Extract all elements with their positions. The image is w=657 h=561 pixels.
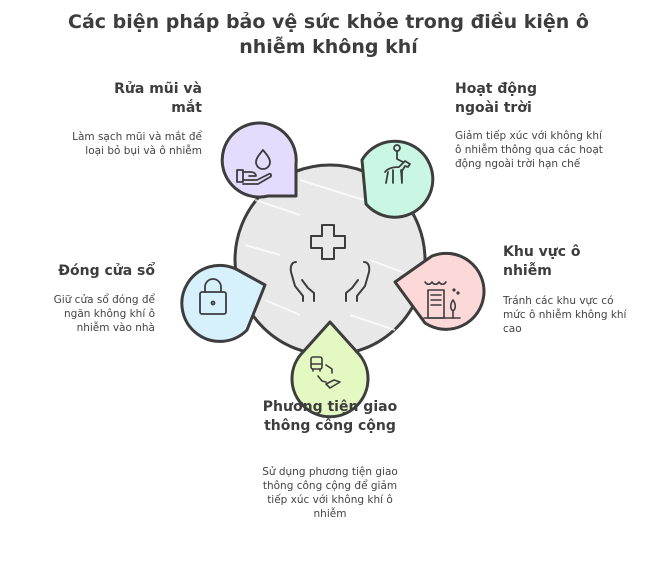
padlock-icon — [199, 278, 227, 315]
medical-cross-hands-icon — [289, 224, 371, 302]
item-bubble-outdoor — [360, 139, 435, 219]
polluted-city-icon — [423, 281, 461, 319]
water-drop-hand-icon — [236, 149, 272, 185]
item-label-wash: Rửa mũi và mắt — [114, 81, 202, 116]
item-desc-close-window: Giữ cửa sổ đóng để ngăn không khí ô nhiễ… — [53, 294, 155, 334]
horse-rider-icon — [384, 144, 411, 184]
item-desc-wash: Làm sạch mũi và mắt để loại bỏ bụi và ô … — [72, 131, 202, 157]
item-desc-polluted-area: Tránh các khu vực có mức ô nhiễm không k… — [503, 295, 627, 335]
item-bubble-polluted-area — [393, 251, 486, 331]
item-bubble-close-window — [180, 263, 267, 343]
item-label-outdoor: Hoạt động ngoài trời — [455, 81, 537, 116]
page-title: Các biện pháp bảo vệ sức khỏe trong điều… — [68, 11, 589, 58]
item-bubble-wash — [220, 121, 298, 199]
item-desc-public-transport: Sử dụng phương tiện giao thông công cộng… — [262, 466, 398, 520]
item-label-close-window: Đóng cửa sổ — [58, 263, 155, 279]
item-label-public-transport: Phương tiện giao thông công cộng — [262, 399, 398, 434]
item-desc-outdoor: Giảm tiếp xúc với không khí ô nhiễm thôn… — [455, 130, 603, 170]
item-label-polluted-area: Khu vực ô nhiễm — [503, 244, 581, 279]
item-bubble-public-transport — [290, 320, 370, 419]
bus-transfer-icon — [310, 356, 341, 389]
